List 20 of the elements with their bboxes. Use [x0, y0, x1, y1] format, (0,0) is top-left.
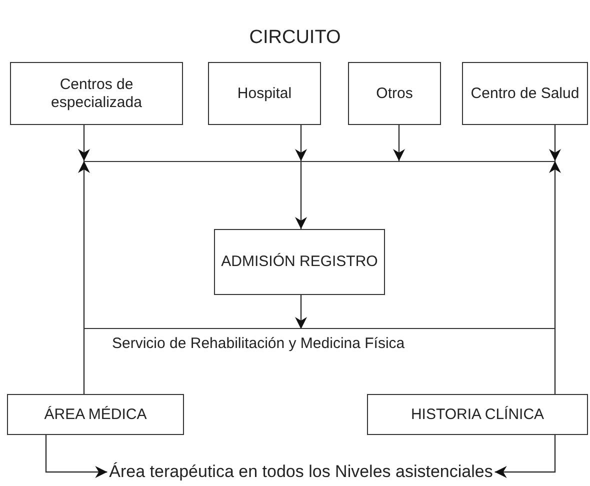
arrow [78, 125, 90, 161]
process-box: ÁREA MÉDICA [7, 394, 184, 435]
process-box: Centros de especializada [10, 62, 183, 125]
arrow [45, 435, 108, 478]
process-box: Centro de Salud [462, 62, 588, 125]
process-box: Otros [348, 62, 441, 125]
process-box: ADMISIÓN REGISTRO [214, 229, 385, 295]
caption-text: Área terapéutica en todos los Niveles asistenciales [109, 461, 493, 483]
arrow [295, 161, 307, 229]
diagram-title: CIRCUITO [248, 26, 342, 50]
arrow [393, 125, 405, 161]
arrow [295, 295, 307, 329]
arrow [295, 125, 307, 161]
process-box: HISTORIA CLÍNICA [367, 394, 588, 435]
process-box: Hospital [208, 62, 321, 125]
arrow [549, 161, 561, 394]
arrow [494, 435, 556, 478]
region-heading: Servicio de Rehabilitación y Medicina Física [112, 334, 405, 354]
arrow [549, 125, 561, 161]
arrow [78, 161, 90, 394]
